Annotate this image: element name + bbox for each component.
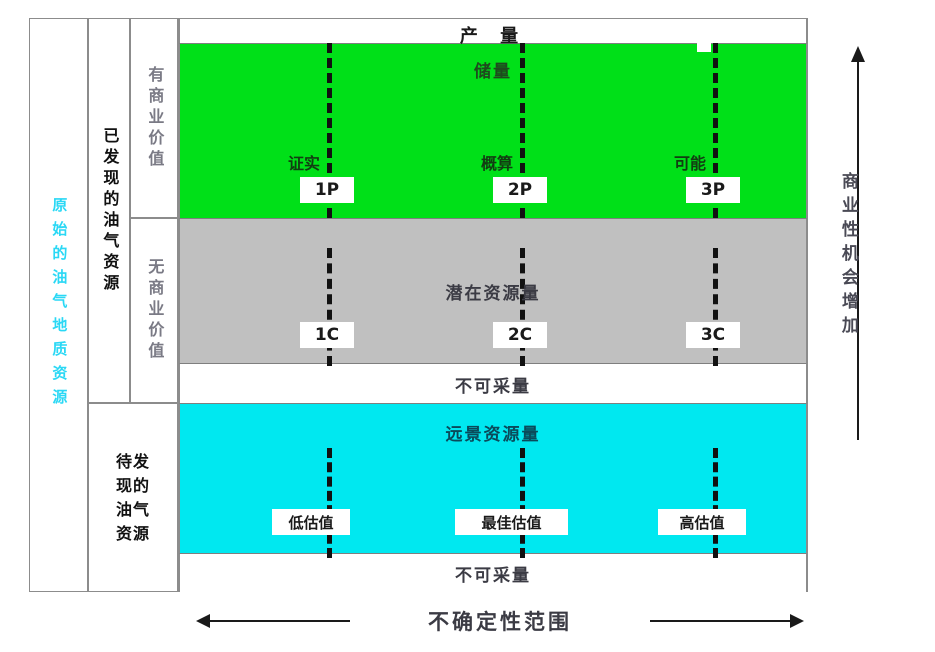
commercial-axis-label: 商业性机会增加 bbox=[837, 172, 858, 340]
reserves-title: 储量 bbox=[474, 62, 512, 82]
estimate-box-low: 低估值 bbox=[272, 509, 350, 535]
uncertainty-line-left bbox=[208, 620, 350, 622]
dashed-separator-low-reserves bbox=[327, 43, 332, 218]
dashed-separator-best-reserves bbox=[520, 43, 525, 218]
category-proved-label: 证实 bbox=[287, 154, 320, 173]
column-original-geological-resources: 原始的油气地质资源 bbox=[29, 18, 88, 592]
dashed-separator-low-prospective bbox=[327, 448, 332, 558]
column-commercial-value: 有商业价值 bbox=[130, 18, 178, 218]
commercial-axis-line bbox=[857, 60, 859, 440]
production-title: 产 量 bbox=[459, 26, 527, 47]
category-probable-label: 概算 bbox=[480, 154, 513, 173]
commercial-axis-arrowhead-icon bbox=[851, 46, 865, 62]
estimate-box-2c: 2C bbox=[493, 322, 547, 348]
estimate-box-2p: 2P bbox=[493, 177, 547, 203]
green-top-notch bbox=[697, 40, 711, 52]
uncertainty-axis-label: 不确定性范围 bbox=[428, 610, 572, 634]
dashed-separator-high-reserves bbox=[713, 43, 718, 218]
column-discovered-resources: 已发现的油气资源 bbox=[88, 18, 130, 403]
estimate-box-3p: 3P bbox=[686, 177, 740, 203]
estimate-box-3c: 3C bbox=[686, 322, 740, 348]
contingent-resources-title: 潜在资源量 bbox=[445, 284, 541, 304]
dashed-separator-high-contingent bbox=[713, 248, 718, 366]
estimate-box-best: 最佳估值 bbox=[455, 509, 568, 535]
band-unrecoverable-upper bbox=[179, 363, 807, 403]
column-undiscovered-resources: 待发现的油气资源 bbox=[88, 403, 178, 592]
category-possible-label: 可能 bbox=[673, 154, 706, 173]
dashed-separator-best-contingent bbox=[520, 248, 525, 366]
uncertainty-arrowhead-left-icon bbox=[196, 614, 210, 628]
commercial-axis-label-wrap: 商业性机会增加 bbox=[837, 168, 858, 349]
band-production bbox=[179, 19, 807, 43]
column-original-label: 原始的油气地质资源 bbox=[50, 197, 69, 413]
band-unrecoverable-lower bbox=[179, 553, 807, 592]
estimate-box-high: 高估值 bbox=[658, 509, 746, 535]
column-non-commercial-label: 无商业价值 bbox=[145, 258, 165, 363]
estimate-box-1c: 1C bbox=[300, 322, 354, 348]
estimate-box-1p: 1P bbox=[300, 177, 354, 203]
uncertainty-line-right bbox=[650, 620, 792, 622]
column-undiscovered-label: 待发现的油气资源 bbox=[115, 451, 150, 543]
column-commercial-label: 有商业价值 bbox=[145, 65, 165, 171]
unrecoverable-lower-title: 不可采量 bbox=[455, 566, 531, 586]
dashed-separator-best-prospective bbox=[520, 448, 525, 558]
column-non-commercial-value: 无商业价值 bbox=[130, 218, 178, 403]
dashed-separator-high-prospective bbox=[713, 448, 718, 558]
column-discovered-label: 已发现的油气资源 bbox=[100, 126, 120, 295]
prospective-resources-title: 远景资源量 bbox=[445, 425, 541, 445]
unrecoverable-upper-title: 不可采量 bbox=[455, 377, 531, 397]
dashed-separator-low-contingent bbox=[327, 248, 332, 366]
uncertainty-arrowhead-right-icon bbox=[790, 614, 804, 628]
